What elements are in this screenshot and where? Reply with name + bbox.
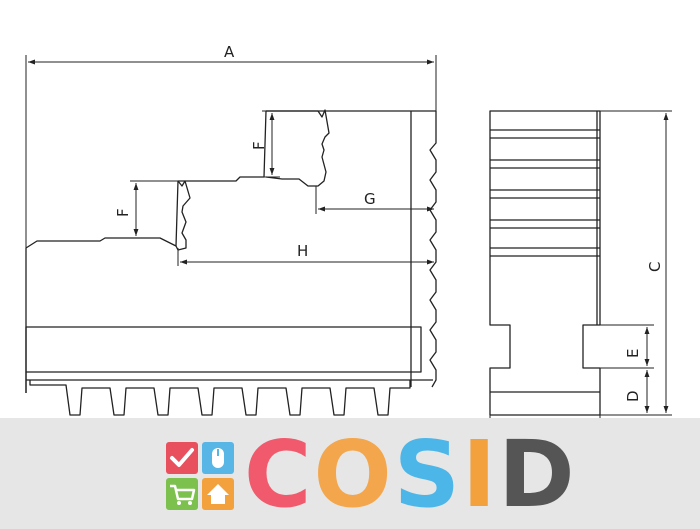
dimension-f-mid (130, 180, 178, 239)
mouse-icon (202, 442, 234, 474)
label-a: A (224, 43, 235, 61)
brand-letter-o: O (313, 421, 394, 528)
dimension-h (177, 248, 434, 266)
label-d: D (624, 390, 642, 402)
dimension-e (583, 324, 654, 369)
label-c: C (646, 262, 664, 272)
dimension-a (25, 55, 437, 248)
label-e: E (624, 349, 642, 358)
label-f-top: F (250, 141, 268, 150)
dimension-g (315, 186, 434, 214)
dimension-f-top (262, 110, 316, 178)
brand-letter-c: C (244, 421, 314, 528)
dimension-c (600, 110, 672, 416)
label-g: G (364, 190, 376, 208)
brand-letter-d: D (498, 421, 577, 528)
side-view-outline (489, 110, 601, 416)
brand-letter-s: S (393, 421, 463, 528)
check-icon (166, 442, 198, 474)
brand-icon-grid (166, 442, 234, 510)
front-view-outline (25, 109, 437, 416)
label-f-mid: F (114, 208, 132, 217)
brand-letter-i: I (462, 421, 499, 528)
brand-banner (0, 418, 700, 529)
cart-icon (166, 478, 198, 510)
label-h: H (297, 242, 308, 260)
home-icon (202, 478, 234, 510)
brand-wordmark: COSID (244, 427, 577, 523)
